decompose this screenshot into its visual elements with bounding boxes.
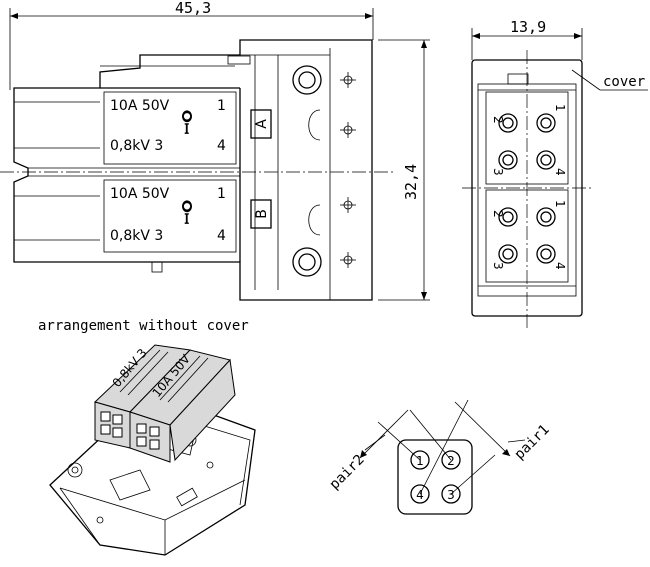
cover-label: cover (603, 74, 645, 90)
module-b-pin-bottom: 4 (217, 228, 226, 244)
height-dimension: 32,4 (402, 164, 420, 200)
module-b-pin-top: 1 (217, 186, 226, 202)
arrangement-caption: arrangement without cover (38, 318, 249, 334)
module-a-ground-symbol: ꟷⵔ (180, 110, 196, 135)
pair2-label: pair2 (327, 452, 368, 493)
module-a-rating-current: 10A 50V (110, 98, 170, 114)
pin-1-label: 1 (416, 454, 424, 468)
module-b-rating-voltage: 0,8kV 3 (110, 228, 163, 244)
width-dimension: 45,3 (175, 0, 211, 17)
end-pin-1a: 1 (553, 104, 567, 112)
pin-4-label: 4 (416, 488, 424, 502)
end-pin-4b: 4 (553, 262, 567, 270)
module-b-ground-symbol: ꟷⵔ (180, 200, 196, 225)
module-b-letter: B (254, 209, 270, 219)
pin-3-label: 3 (447, 488, 455, 502)
module-b-rating-current: 10A 50V (110, 186, 170, 202)
end-pin-3b: 3 (491, 262, 505, 270)
end-pin-1b: 1 (553, 200, 567, 208)
module-a-pin-bottom: 4 (217, 138, 226, 154)
isometric-view: 0,8kV 3 10A 50V (49, 344, 256, 556)
end-pin-4a: 4 (553, 168, 567, 176)
pair1-label: pair1 (512, 422, 553, 463)
module-a-letter: A (254, 119, 270, 129)
module-a-pin-top: 1 (217, 98, 226, 114)
pin-diagram: 1 2 4 3 pair2 pair1 (327, 399, 553, 515)
module-a-rating-voltage: 0,8kV 3 (110, 138, 163, 154)
pin-2-label: 2 (447, 454, 455, 468)
end-view: 13,9 2 1 3 4 2 1 3 4 cover (462, 18, 648, 330)
end-pin-3a: 3 (491, 168, 505, 176)
end-pin-2b: 2 (491, 210, 505, 218)
depth-dimension: 13,9 (510, 18, 546, 36)
end-pin-2a: 2 (491, 116, 505, 124)
side-view: 45,3 32,4 (0, 0, 430, 301)
